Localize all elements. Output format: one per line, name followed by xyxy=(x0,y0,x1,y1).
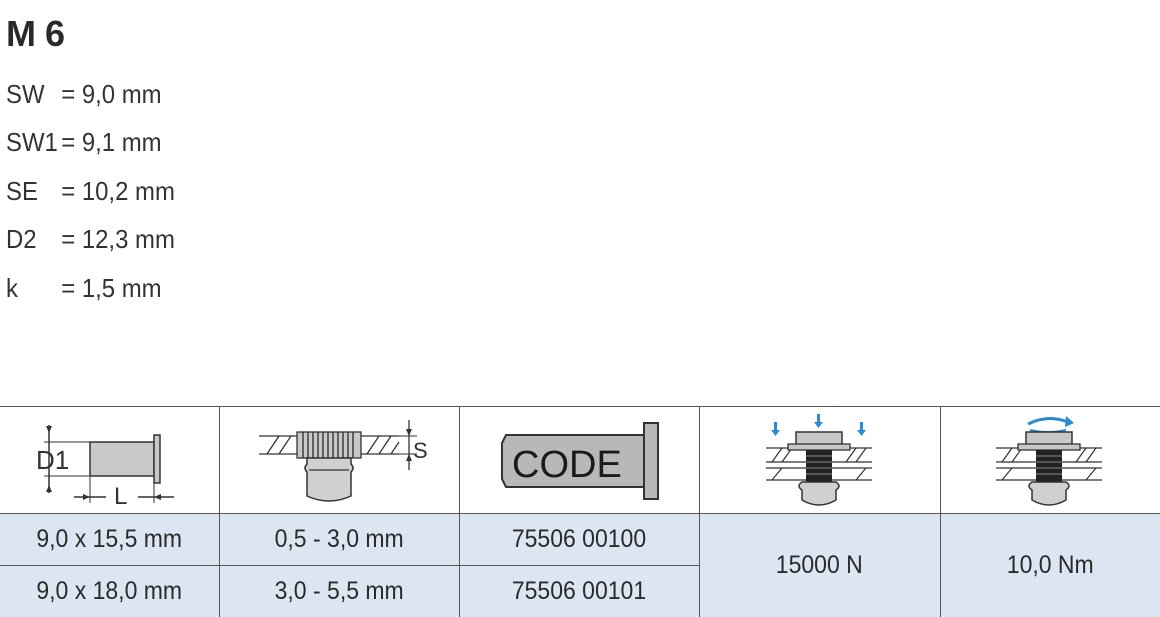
spec-row-k: k = 1,5 mm xyxy=(6,264,175,313)
grip-range-icon: S xyxy=(249,414,429,506)
spec-label: SE xyxy=(6,176,61,207)
cell-torque: 10,0 Nm xyxy=(940,514,1160,617)
torque-value: 10,0 Nm xyxy=(1007,551,1094,580)
code-value: 75506 00100 xyxy=(512,525,646,554)
d1-label: D1 xyxy=(36,445,69,475)
force-value: 15000 N xyxy=(776,551,863,580)
spec-value: = 10,2 mm xyxy=(61,176,175,207)
code-value: 75506 00101 xyxy=(512,577,646,606)
cell-grip: 3,0 - 5,5 mm xyxy=(219,566,459,617)
cell-size: 9,0 x 18,0 mm xyxy=(0,566,219,617)
spec-list: SW = 9,0 mm SW1 = 9,1 mm SE = 10,2 mm D2… xyxy=(6,70,190,313)
spec-label: k xyxy=(6,273,61,304)
size-value: 9,0 x 18,0 mm xyxy=(36,577,182,606)
rivet-nut-dimension-icon: D1 L xyxy=(34,415,184,505)
spec-value: = 1,5 mm xyxy=(61,273,161,304)
cell-grip: 0,5 - 3,0 mm xyxy=(219,514,459,566)
spec-value: = 9,1 mm xyxy=(61,127,161,158)
spec-row-sw1: SW1 = 9,1 mm xyxy=(6,119,175,168)
s-label: S xyxy=(413,438,428,463)
header-cell-torque xyxy=(940,407,1160,514)
l-label: L xyxy=(114,483,127,505)
product-table: D1 L xyxy=(0,406,1160,617)
setting-force-icon xyxy=(760,410,880,510)
icon-header-row: D1 L xyxy=(0,407,1160,514)
code-label: CODE xyxy=(512,444,622,486)
cell-size: 9,0 x 15,5 mm xyxy=(0,514,219,566)
size-value: 9,0 x 15,5 mm xyxy=(36,525,182,554)
spec-label: SW xyxy=(6,79,61,110)
spec-label: D2 xyxy=(6,224,61,255)
spec-value: = 12,3 mm xyxy=(61,224,175,255)
spec-value: = 9,0 mm xyxy=(61,79,161,110)
code-bolt-icon: CODE xyxy=(494,417,664,503)
spec-row-d2: D2 = 12,3 mm xyxy=(6,216,175,265)
cell-force: 15000 N xyxy=(699,514,940,617)
header-cell-dimensions: D1 L xyxy=(0,407,219,514)
cell-code: 75506 00101 xyxy=(459,566,699,617)
header-cell-grip: S xyxy=(219,407,459,514)
table-row: 9,0 x 15,5 mm 0,5 - 3,0 mm 75506 00100 1… xyxy=(0,514,1160,566)
page-title: M 6 xyxy=(6,14,65,54)
header-cell-code: CODE xyxy=(459,407,699,514)
spec-row-sw: SW = 9,0 mm xyxy=(6,70,175,119)
torque-icon xyxy=(990,410,1110,510)
grip-value: 3,0 - 5,5 mm xyxy=(274,577,403,606)
header-cell-force xyxy=(699,407,940,514)
spec-label: SW1 xyxy=(6,127,61,158)
spec-row-se: SE = 10,2 mm xyxy=(6,167,175,216)
grip-value: 0,5 - 3,0 mm xyxy=(274,525,403,554)
cell-code: 75506 00100 xyxy=(459,514,699,566)
